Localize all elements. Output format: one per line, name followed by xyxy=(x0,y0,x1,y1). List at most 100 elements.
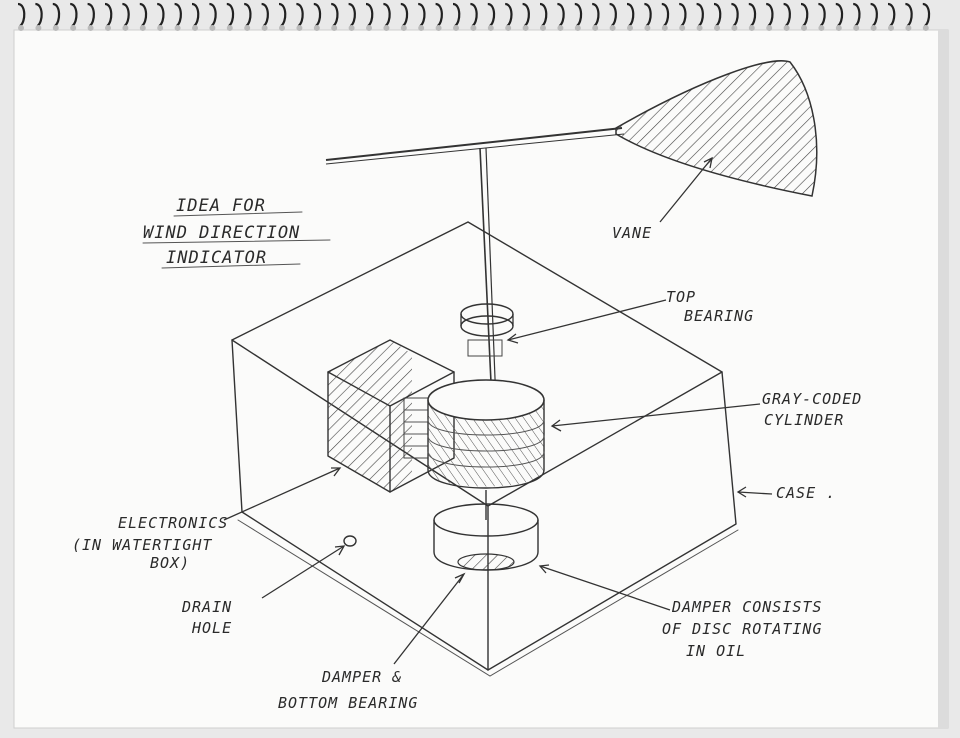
spiral-hole xyxy=(105,25,111,31)
spiral-ring xyxy=(209,2,217,27)
spiral-ring xyxy=(713,2,722,27)
spiral-hole xyxy=(714,25,720,31)
spiral-ring xyxy=(296,2,304,27)
spiral-hole xyxy=(922,25,929,31)
spiral-ring xyxy=(122,2,130,27)
spiral-hole xyxy=(661,25,668,31)
spiral-ring xyxy=(226,2,235,27)
spiral-hole xyxy=(244,25,251,31)
spiral-hole xyxy=(139,25,146,31)
spiral-ring xyxy=(539,2,548,27)
spiral-hole xyxy=(52,25,59,31)
spiral-ring xyxy=(261,2,269,27)
spiral-ring xyxy=(17,2,26,27)
spiral-hole xyxy=(35,25,42,31)
spiral-ring xyxy=(609,2,617,27)
label-drain-1: DRAIN xyxy=(181,598,232,616)
spiral-hole xyxy=(644,25,651,31)
gray-coded-cylinder xyxy=(427,379,545,520)
spiral-ring xyxy=(243,2,252,27)
label-damper-note-3: IN OIL xyxy=(686,642,746,660)
spiral-hole xyxy=(592,25,599,31)
spiral-hole xyxy=(870,25,877,31)
spiral-hole xyxy=(627,25,633,31)
spiral-hole xyxy=(261,25,268,31)
spiral-ring xyxy=(800,2,809,27)
spiral-hole xyxy=(279,25,285,31)
spiral-ring xyxy=(661,2,670,27)
spiral-ring xyxy=(52,2,61,27)
spiral-hole xyxy=(835,25,842,31)
spiral-ring xyxy=(487,2,496,27)
vane-assembly xyxy=(325,60,818,405)
spiral-ring xyxy=(313,2,322,27)
spiral-ring xyxy=(887,2,896,27)
spiral-hole xyxy=(801,25,807,31)
spiral-ring xyxy=(191,2,200,27)
spiral-hole xyxy=(400,25,407,31)
spiral-ring xyxy=(470,2,478,27)
spiral-hole xyxy=(748,25,755,31)
spiral-hole xyxy=(453,25,459,31)
spiral-hole xyxy=(470,25,477,31)
spiral-ring xyxy=(748,2,757,27)
label-damper-bottom-1: DAMPER & xyxy=(321,668,402,686)
title-line-2: WIND DIRECTION xyxy=(143,223,300,243)
spiral-hole xyxy=(18,25,24,31)
top-bearing xyxy=(460,303,514,357)
spiral-ring xyxy=(818,2,826,27)
spiral-hole xyxy=(522,25,529,31)
spiral-ring xyxy=(905,2,913,27)
spiral-hole xyxy=(574,25,581,31)
spiral-ring xyxy=(678,2,687,27)
spiral-hole xyxy=(226,25,233,31)
spiral-ring xyxy=(591,2,600,27)
spiral-ring xyxy=(765,2,774,27)
spiral-ring xyxy=(626,2,635,27)
spiral-hole xyxy=(157,25,164,31)
spiral-hole xyxy=(418,25,425,31)
label-gray-cylinder-1: GRAY-CODED xyxy=(762,390,862,408)
spiral-ring xyxy=(504,2,513,27)
vane-fin xyxy=(615,60,818,197)
spiral-hole xyxy=(696,25,703,31)
spiral-hole xyxy=(70,25,77,31)
title-line-3: INDICATOR xyxy=(166,248,267,268)
spiral-hole xyxy=(366,25,372,31)
spiral-binding xyxy=(17,2,931,31)
spiral-hole xyxy=(905,25,912,31)
spiral-hole xyxy=(487,25,494,31)
title-block: IDEA FOR WIND DIRECTION INDICATOR xyxy=(142,196,331,269)
spiral-hole xyxy=(348,25,355,31)
spiral-ring xyxy=(574,2,583,27)
spiral-ring xyxy=(35,2,43,27)
spiral-hole xyxy=(540,25,546,31)
damper xyxy=(433,503,539,571)
label-top-bearing-2: BEARING xyxy=(684,307,754,325)
spiral-ring xyxy=(522,2,530,27)
spiral-ring xyxy=(383,2,391,27)
spiral-hole xyxy=(783,25,790,31)
spiral-ring xyxy=(348,2,356,27)
spiral-ring xyxy=(156,2,165,27)
spiral-hole xyxy=(505,25,512,31)
spiral-hole xyxy=(731,25,738,31)
spiral-ring xyxy=(835,2,844,27)
electronics-box xyxy=(327,339,455,493)
label-electronics-1: ELECTRONICS xyxy=(118,514,228,532)
spiral-ring xyxy=(644,2,652,27)
leader-lines xyxy=(223,156,773,665)
spiral-hole xyxy=(609,25,616,31)
label-electronics-2: (IN WATERTIGHT xyxy=(72,536,212,554)
spiral-hole xyxy=(679,25,686,31)
label-vane: VANE xyxy=(612,224,652,242)
page-edge xyxy=(938,30,948,728)
spiral-hole xyxy=(383,25,390,31)
spiral-ring xyxy=(852,2,861,27)
spiral-hole xyxy=(209,25,216,31)
drain-hole xyxy=(343,535,357,547)
spiral-ring xyxy=(731,2,739,27)
spiral-ring xyxy=(104,2,113,27)
spiral-ring xyxy=(365,2,374,27)
